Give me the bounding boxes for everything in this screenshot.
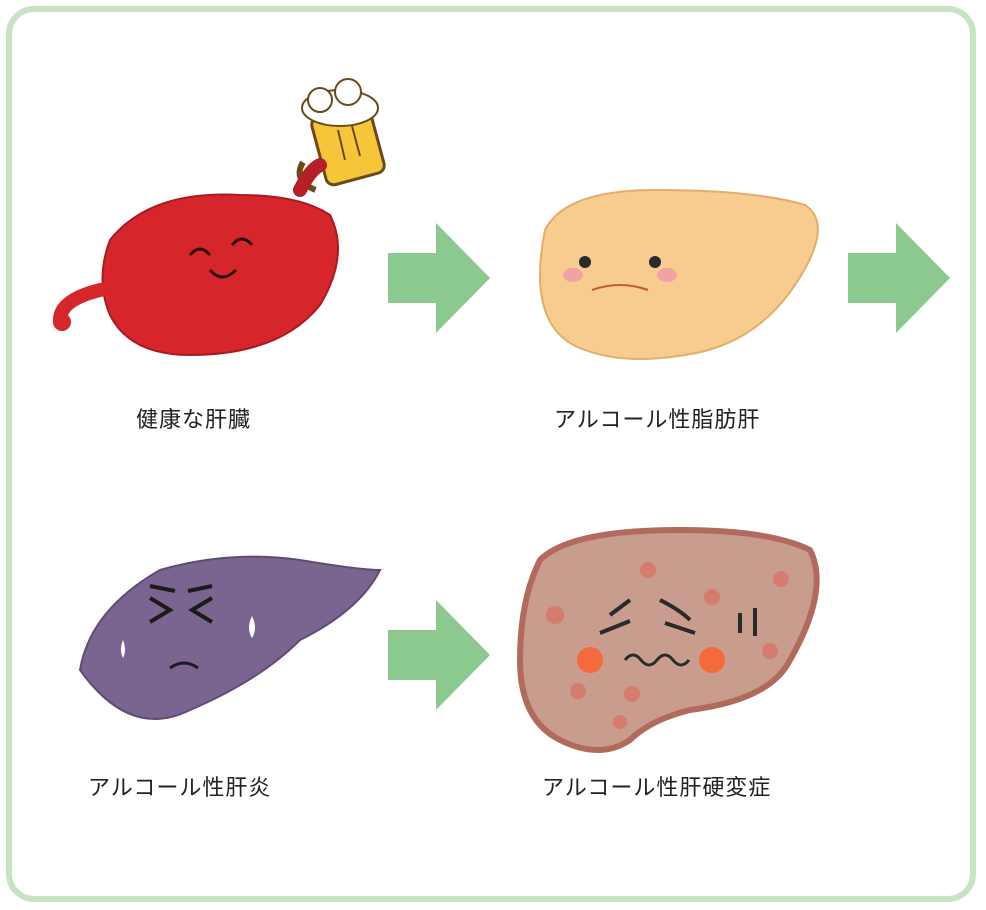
label-hepatitis: アルコール性肝炎 xyxy=(88,770,271,802)
diagram-frame xyxy=(6,6,976,902)
label-healthy-liver: 健康な肝臓 xyxy=(136,402,251,434)
label-cirrhosis: アルコール性肝硬変症 xyxy=(542,770,771,802)
arrow-right-icon xyxy=(384,600,494,710)
arrow-right-icon xyxy=(844,223,954,333)
label-fatty-liver: アルコール性脂肪肝 xyxy=(554,402,760,434)
arrow-right-icon xyxy=(384,223,494,333)
